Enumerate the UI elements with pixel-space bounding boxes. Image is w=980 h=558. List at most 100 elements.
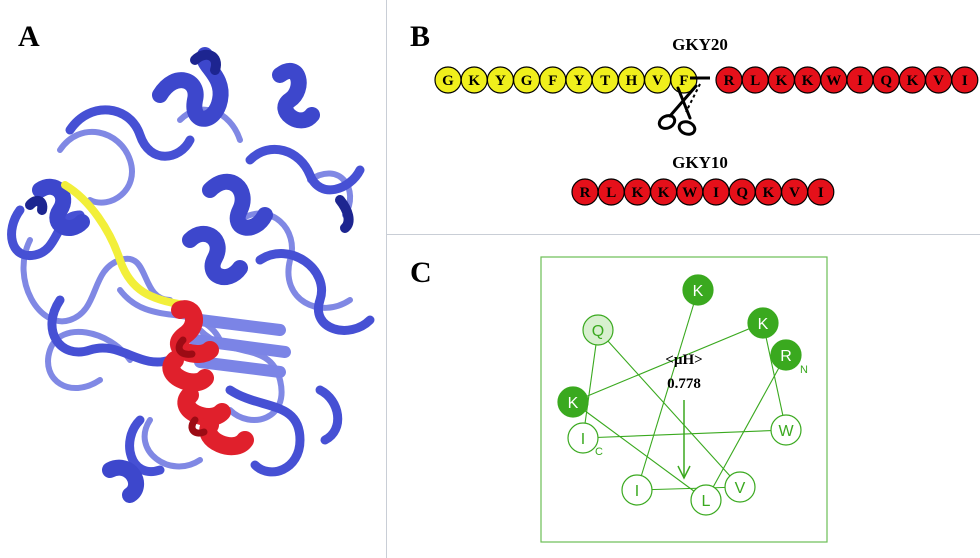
gky20-residue: F — [670, 66, 698, 94]
wheel-connection — [705, 354, 787, 501]
svg-text:I: I — [635, 483, 639, 500]
svg-text:F: F — [548, 73, 557, 89]
svg-text:G: G — [521, 73, 533, 89]
panel-b-label: B — [410, 20, 431, 53]
panel-a-label: A — [18, 20, 40, 53]
gky20-residue: V — [924, 66, 953, 94]
svg-text:Q: Q — [880, 73, 892, 89]
svg-text:K: K — [907, 73, 919, 89]
n-terminus-label: N — [800, 364, 808, 376]
wheel-connection — [762, 322, 787, 431]
svg-text:W: W — [682, 185, 697, 201]
gky20-residue: L — [741, 66, 769, 94]
wheel-connection — [582, 329, 599, 439]
c-terminus-label: C — [595, 446, 603, 458]
gky10-residue: K — [649, 178, 678, 206]
svg-text:L: L — [750, 73, 760, 89]
gky20-residue: V — [643, 66, 672, 94]
wheel-residue: Q — [582, 314, 614, 346]
wheel-connection — [597, 329, 741, 488]
svg-text:I: I — [857, 73, 863, 89]
svg-text:I: I — [818, 185, 824, 201]
svg-text:Y: Y — [574, 73, 585, 89]
gky10-residue: W — [676, 178, 704, 206]
svg-text:L: L — [606, 185, 616, 201]
svg-text:K: K — [568, 395, 579, 412]
moment-label: <µH> — [665, 352, 702, 368]
wheel-residue: R — [770, 339, 802, 371]
gky10-title: GKY10 — [672, 153, 728, 172]
gky20-residue: K — [460, 66, 488, 94]
wheel-residue: K — [557, 386, 589, 418]
svg-text:K: K — [658, 185, 670, 201]
gky20-residue: K — [767, 66, 796, 94]
helical-wheel-frame — [540, 256, 828, 543]
wheel-connection — [572, 322, 764, 403]
svg-text:R: R — [780, 348, 792, 365]
gky10-residue: L — [597, 178, 625, 206]
horizontal-divider — [387, 234, 980, 235]
svg-text:G: G — [442, 73, 454, 89]
svg-text:V: V — [789, 185, 800, 201]
wheel-residue: V — [724, 471, 756, 503]
wheel-connection — [636, 486, 741, 491]
svg-text:V: V — [735, 480, 746, 497]
gky10-residue: K — [754, 178, 783, 206]
cleavage-mark — [685, 76, 710, 113]
svg-text:W: W — [778, 423, 794, 440]
gky10-residue: Q — [728, 178, 756, 206]
svg-text:V: V — [652, 73, 663, 89]
wheel-connection — [636, 289, 699, 491]
gky20-residue: F — [539, 66, 567, 94]
wheel-residue: K — [682, 274, 714, 306]
svg-text:I: I — [962, 73, 968, 89]
svg-text:K: K — [763, 185, 775, 201]
gky10-residue: V — [780, 178, 809, 206]
gky20-residue: T — [591, 66, 619, 94]
gky20-residue: I — [846, 66, 874, 94]
svg-text:W: W — [826, 73, 841, 89]
wheel-connection — [572, 401, 707, 501]
svg-text:H: H — [626, 73, 638, 89]
moment-arrow — [677, 400, 691, 480]
panel-c-label: C — [410, 256, 432, 289]
svg-text:R: R — [724, 73, 735, 89]
wheel-residue: I — [621, 474, 653, 506]
gky20-residue: G — [512, 66, 541, 94]
gky20-residue: I — [951, 66, 979, 94]
wheel-residue: K — [747, 307, 779, 339]
svg-text:Q: Q — [592, 323, 604, 340]
gky10-residue: R — [571, 178, 599, 206]
wheel-residue: L — [690, 484, 722, 516]
svg-text:K: K — [776, 73, 788, 89]
svg-text:K: K — [802, 73, 814, 89]
moment-value: 0.778 — [667, 376, 701, 392]
svg-text:K: K — [468, 73, 480, 89]
gky20-residue: K — [898, 66, 927, 94]
svg-text:L: L — [702, 493, 711, 510]
protein-structure-image — [7, 47, 375, 503]
gky20-residue: Q — [872, 66, 900, 94]
scissors-icon — [657, 84, 698, 136]
gky20-residue: Y — [565, 66, 593, 94]
svg-text:I: I — [581, 431, 585, 448]
gky10-residue: I — [807, 178, 835, 206]
svg-text:F: F — [679, 73, 688, 89]
wheel-residue: I — [567, 422, 599, 454]
gky20-residue: Y — [486, 66, 514, 94]
gky20-title: GKY20 — [672, 35, 728, 54]
svg-text:V: V — [933, 73, 944, 89]
svg-text:Q: Q — [736, 185, 748, 201]
gky20-residue: W — [820, 66, 848, 94]
wheel-connections — [572, 289, 787, 501]
gky20-residue: K — [793, 66, 822, 94]
gky10-residue: K — [623, 178, 652, 206]
svg-text:K: K — [758, 316, 769, 333]
gky20-residue: H — [617, 66, 646, 94]
svg-text:Y: Y — [495, 73, 506, 89]
svg-text:K: K — [693, 283, 704, 300]
